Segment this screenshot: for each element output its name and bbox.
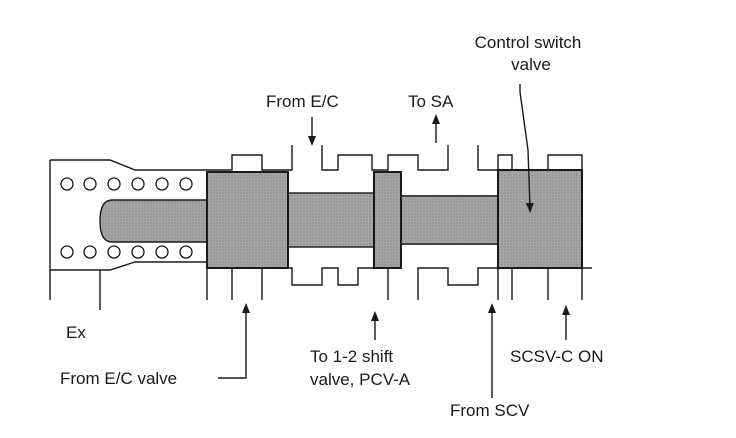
label-from-ec-valve: From E/C valve: [60, 369, 177, 388]
label-to-12-shift: To 1-2 shift: [310, 347, 393, 366]
arrow-control-switch: [519, 84, 534, 213]
label-from-scv: From SCV: [450, 401, 530, 420]
spool: [206, 169, 583, 269]
control-switch-valve-land: [497, 169, 583, 269]
spring-guide-rod: [99, 199, 208, 243]
spool-land-2: [373, 171, 402, 269]
label-to-12-shift-pcv: valve, PCV-A: [310, 370, 411, 389]
flow-arrows: [218, 84, 570, 398]
arrow-from-ec-valve: [218, 303, 250, 379]
label-from-ec: From E/C: [266, 92, 339, 111]
labels: Control switch valve From E/C To SA Ex F…: [60, 33, 604, 420]
label-to-sa: To SA: [408, 92, 454, 111]
label-control-switch-valve: valve: [511, 55, 551, 74]
stem-neck-2: [400, 195, 500, 245]
stem-neck-1: [287, 192, 375, 248]
label-ex: Ex: [66, 323, 86, 342]
label-scsv-c-on: SCSV-C ON: [510, 347, 604, 366]
lower-bore-wall: [207, 267, 592, 300]
label-control-switch: Control switch: [475, 33, 582, 52]
spring-housing: [49, 159, 207, 300]
spool-land-1: [206, 171, 289, 269]
upper-bore-wall: [207, 145, 583, 171]
spring: [60, 177, 193, 259]
